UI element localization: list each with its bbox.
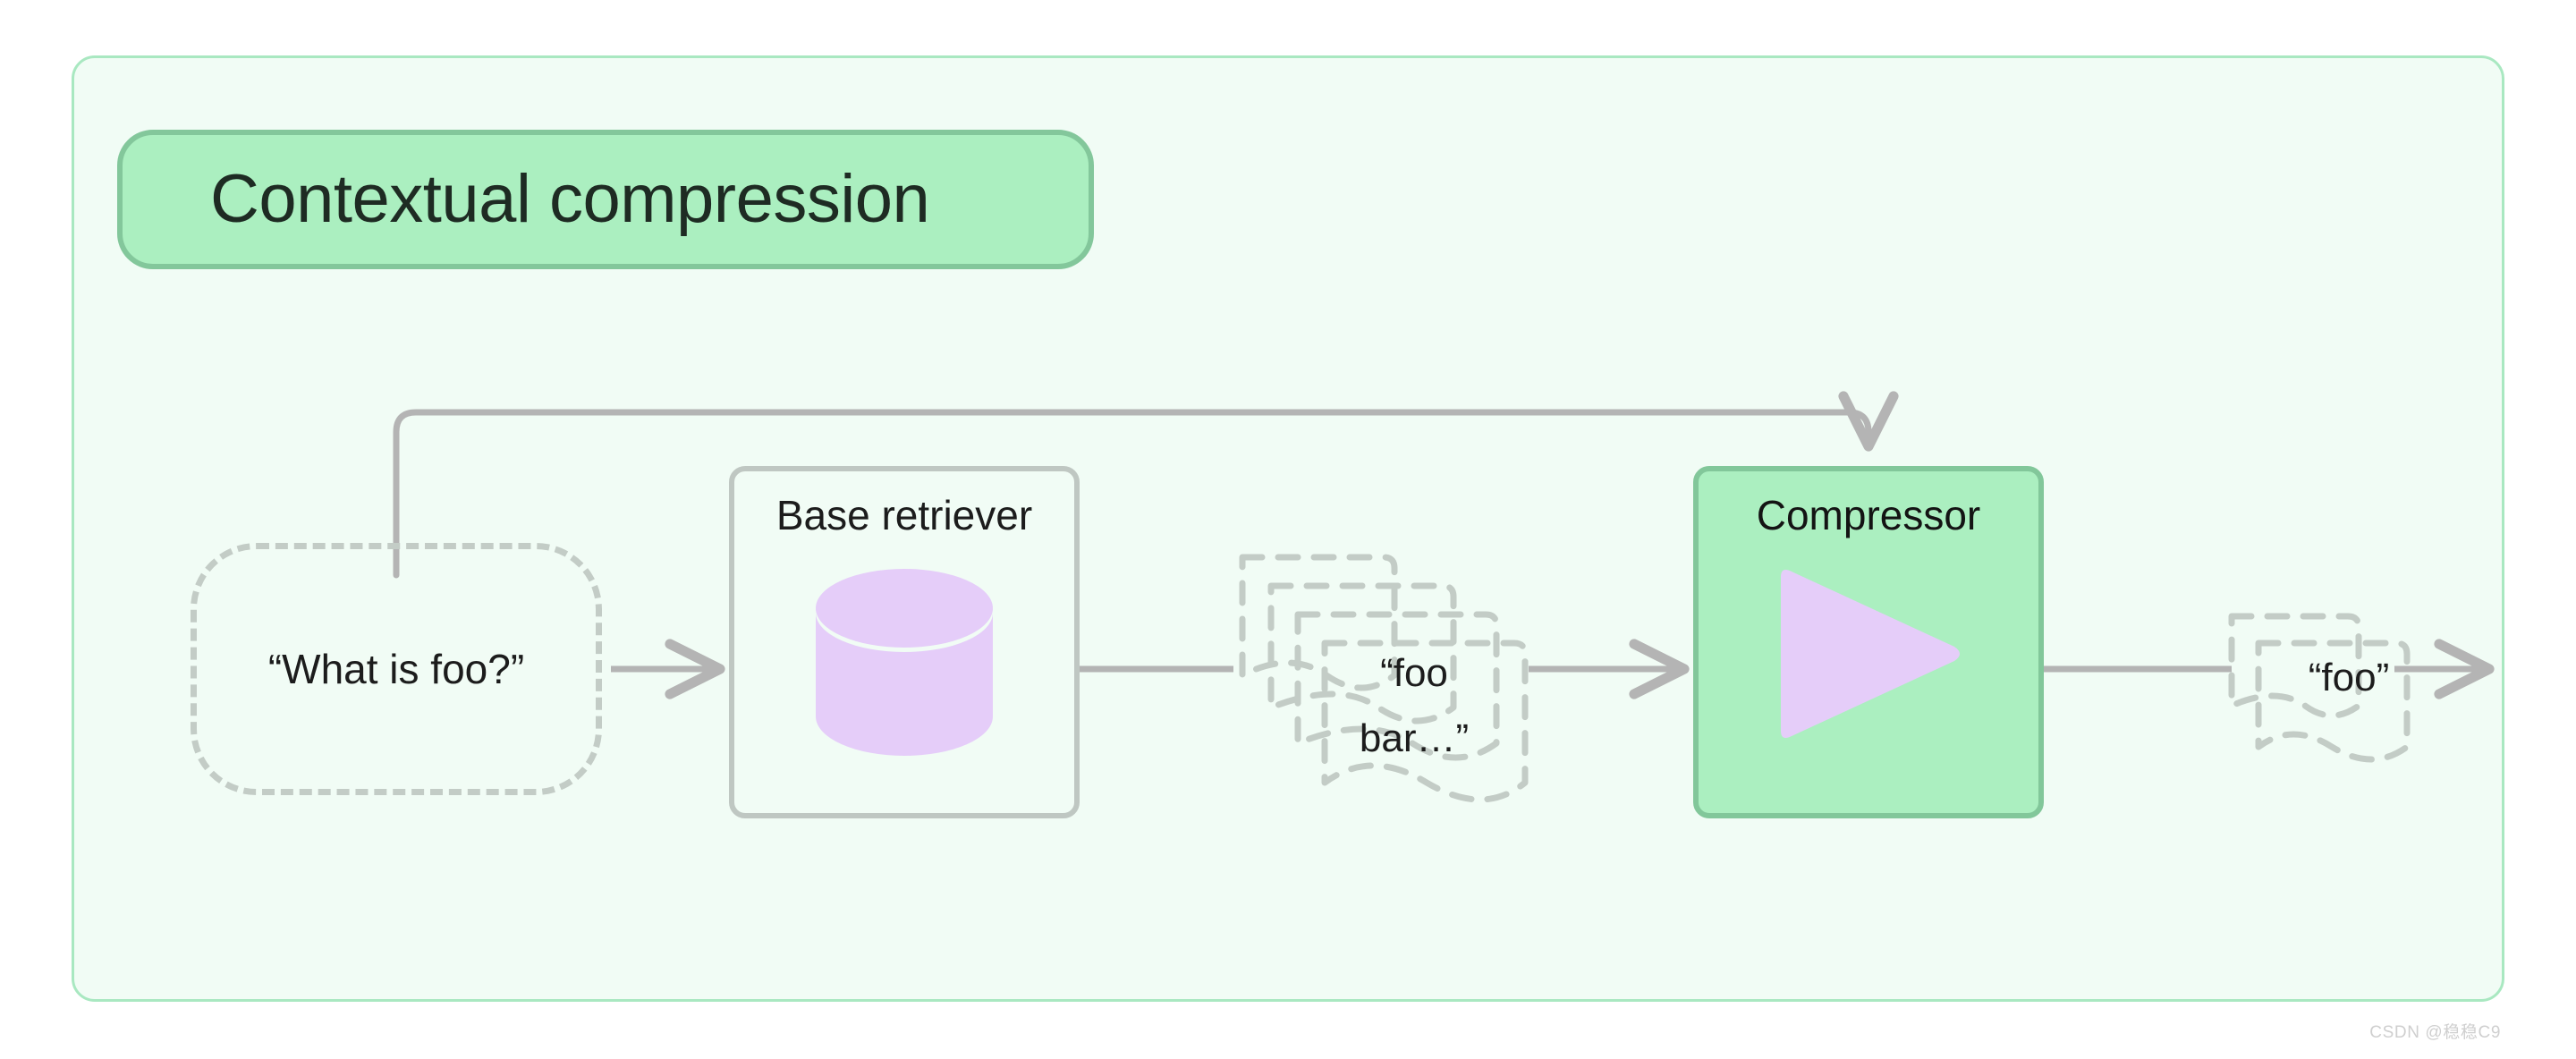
- retrieved-docs-text: “foo bar…”: [1325, 641, 1504, 771]
- node-base-retriever[interactable]: Base retriever: [729, 466, 1080, 818]
- page-title: Contextual compression: [210, 161, 930, 237]
- document-stack-icon: [2228, 613, 2411, 763]
- document-stack-icon: [1239, 554, 1529, 803]
- edge-query-feedback-to-compressor: [393, 391, 1899, 579]
- base-retriever-icon-slot: [734, 568, 1074, 758]
- watermark: CSDN @稳稳C9: [2369, 1023, 2501, 1042]
- database-cylinder-icon: [816, 569, 993, 756]
- node-base-retriever-label: Base retriever: [775, 492, 1033, 538]
- diagram-canvas: Contextual compression “What is foo?” Ba…: [72, 55, 2504, 1002]
- play-triangle-icon: [1781, 570, 1960, 738]
- node-query-label: “What is foo?”: [267, 646, 525, 692]
- dashed-rounded-rect-shape: [191, 543, 602, 795]
- compressed-docs-label: “foo”: [2308, 656, 2390, 699]
- node-query[interactable]: “What is foo?”: [191, 543, 602, 795]
- diagram-title-pill: Contextual compression: [117, 130, 1094, 269]
- node-compressed-docs[interactable]: “foo”: [2221, 606, 2445, 817]
- node-compressor-label: Compressor: [1756, 492, 1981, 538]
- retrieved-docs-line-1: “foo: [1380, 651, 1448, 695]
- node-retrieved-docs[interactable]: “foo bar…”: [1228, 541, 1532, 854]
- compressor-icon-slot: [1699, 564, 2038, 743]
- node-compressor[interactable]: Compressor: [1693, 466, 2044, 818]
- retrieved-docs-line-2: bar…”: [1359, 716, 1470, 760]
